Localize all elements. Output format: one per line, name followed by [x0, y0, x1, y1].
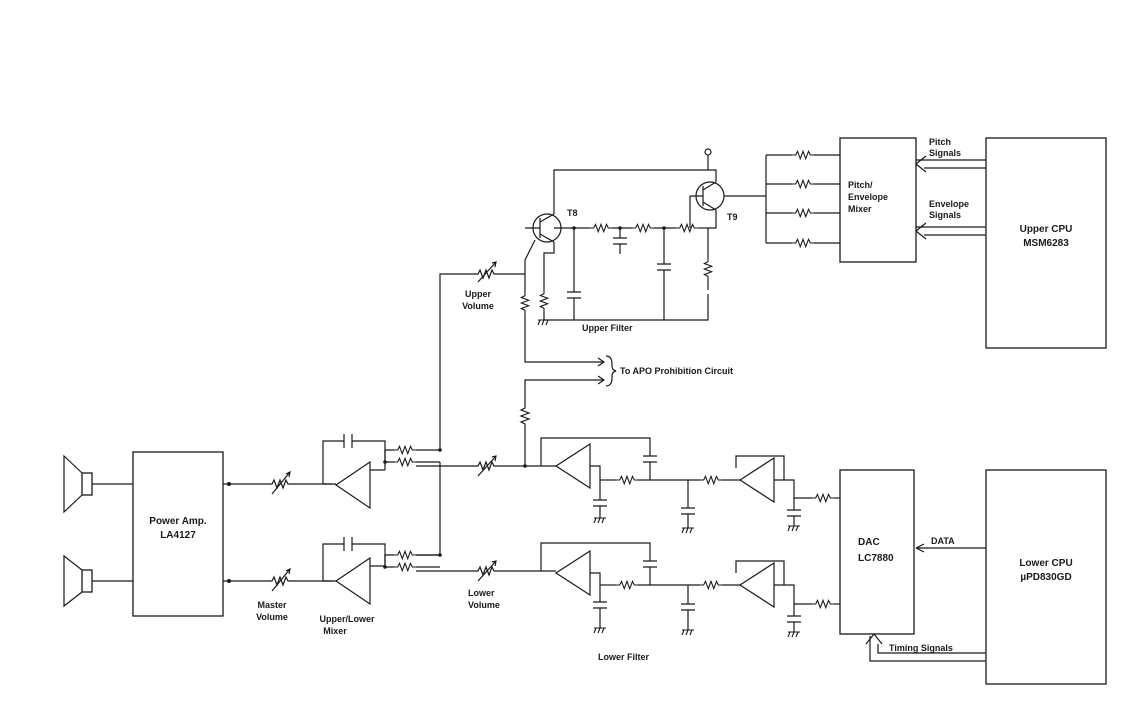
- master-volume-arrow-lower: [271, 567, 291, 592]
- envelope-signals-bus: [915, 222, 986, 240]
- power-amp-label: Power Amp.: [149, 516, 207, 527]
- upper-cpu-block: Upper CPU MSM6283: [985, 137, 1107, 349]
- apo-wiring: [520, 274, 617, 466]
- upper-filter-label: Upper Filter: [582, 323, 633, 333]
- lower-cpu-label: Lower CPU: [1019, 558, 1072, 569]
- mixer-label-2: Mixer: [323, 626, 347, 636]
- dac-label: DAC: [858, 537, 880, 548]
- mixer-upper: [322, 434, 440, 510]
- master-volume-arrow-upper: [271, 470, 291, 495]
- lower-volume-arrow: [477, 560, 497, 582]
- master-volume-label-1: Master: [257, 600, 287, 610]
- mixer-label-1: Upper/Lower: [319, 614, 375, 624]
- apo-label: To APO Prohibition Circuit: [620, 366, 733, 376]
- lower-cpu-block: Lower CPU µPD830GD: [985, 469, 1107, 685]
- master-volume-wires: [223, 483, 332, 582]
- t8-label: T8: [567, 208, 578, 218]
- mixer-lower: [322, 537, 440, 606]
- pitch-mixer-inputs: [765, 150, 840, 248]
- upper-channel-arrow: [477, 455, 497, 477]
- speaker-upper-icon: [63, 454, 93, 514]
- speaker-lower-icon: [63, 554, 93, 608]
- envelope-signals-label-2: Signals: [929, 210, 961, 220]
- data-bus: [915, 543, 986, 553]
- data-label: DATA: [931, 536, 955, 546]
- timing-signals-label: Timing Signals: [889, 643, 953, 653]
- lower-cpu-part: µPD830GD: [1020, 572, 1071, 583]
- dac-block: DAC LC7880: [839, 469, 915, 635]
- pitch-signals-bus: [915, 155, 986, 173]
- upper-feed-wire: [416, 273, 474, 556]
- upper-volume-label-2: Volume: [462, 301, 494, 311]
- upper-filter-circuit: [524, 169, 713, 326]
- pitch-signals-label-1: Pitch: [929, 137, 951, 147]
- pitch-mixer-label-2: Envelope: [848, 192, 888, 202]
- envelope-signals-label-1: Envelope: [929, 199, 969, 209]
- lower-output-filter: [540, 542, 840, 638]
- lower-volume-label-1: Lower: [468, 588, 495, 598]
- lower-filter-label: Lower Filter: [598, 652, 650, 662]
- pitch-mixer-label-3: Mixer: [848, 204, 872, 214]
- pitch-mixer-label-1: Pitch/: [848, 180, 873, 190]
- power-amp-block: Power Amp. LA4127: [132, 451, 224, 617]
- lower-volume-label-2: Volume: [468, 600, 500, 610]
- t9-transistor: [689, 148, 766, 229]
- lower-volume-resistor: [473, 566, 499, 576]
- upper-volume-label-1: Upper: [465, 289, 492, 299]
- master-volume-label-2: Volume: [256, 612, 288, 622]
- upper-output-filter: [540, 437, 840, 534]
- speaker-wires: [92, 483, 133, 582]
- pitch-envelope-mixer-block: Pitch/ Envelope Mixer: [839, 137, 917, 263]
- dac-part: LC7880: [858, 553, 894, 564]
- upper-cpu-label: Upper CPU: [1020, 224, 1073, 235]
- upper-channel-resistor: [473, 461, 499, 471]
- power-amp-part: LA4127: [160, 530, 196, 541]
- pitch-signals-label-2: Signals: [929, 148, 961, 158]
- t9-label: T9: [727, 212, 738, 222]
- upper-cpu-part: MSM6283: [1023, 238, 1069, 249]
- timing-signals-bus: [865, 633, 986, 662]
- upper-volume-arrow: [477, 261, 497, 283]
